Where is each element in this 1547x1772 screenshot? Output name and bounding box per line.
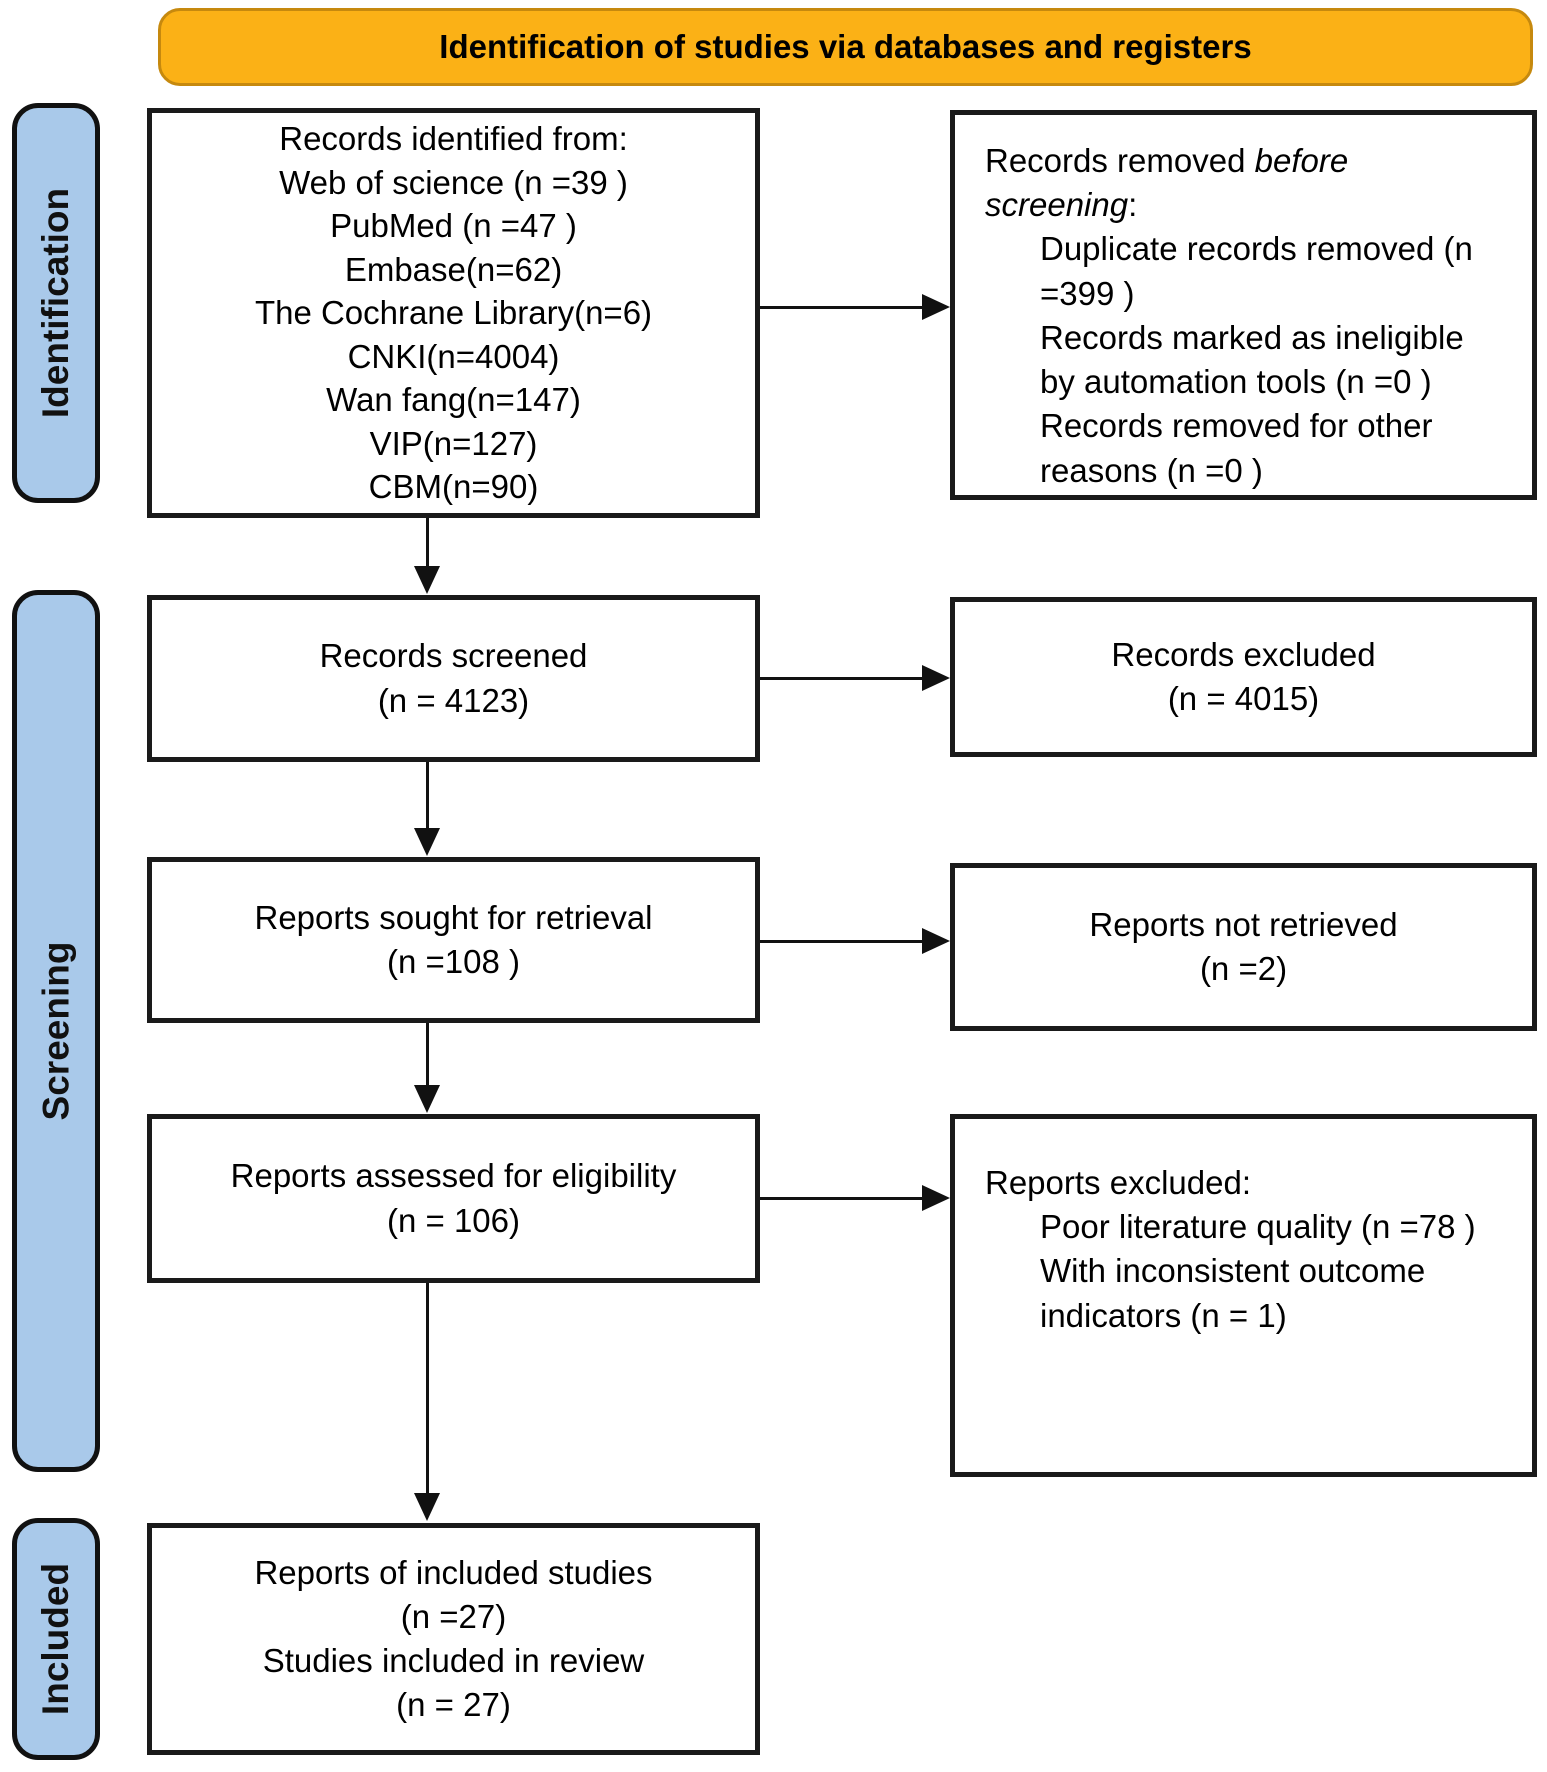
- reports-sought-label: Reports sought for retrieval: [254, 898, 653, 936]
- source-item: Embase(n=62): [344, 250, 563, 288]
- removed-reason-item: Duplicate records removed (n =399 ): [1040, 230, 1473, 312]
- box-studies-included: Reports of included studies (n =27) Stud…: [147, 1523, 760, 1755]
- arrow-identified-to-removed: [760, 294, 950, 320]
- records-excluded-label: Records excluded: [1111, 635, 1376, 673]
- stage-identification-label: Identification: [35, 187, 77, 419]
- box-reports-excluded: Reports excluded: Poor literature qualit…: [950, 1114, 1537, 1477]
- stage-screening-label: Screening: [35, 941, 76, 1121]
- stage-included-label: Included: [35, 1562, 76, 1716]
- source-item: CBM(n=90): [368, 468, 539, 506]
- reports-sought-count: (n =108 ): [387, 943, 520, 980]
- arrow-line: [425, 518, 429, 566]
- box-records-identified: Records identified from: Web of science …: [147, 108, 760, 518]
- not-retrieved-label: Reports not retrieved: [1089, 905, 1398, 943]
- records-removed-title-italic: before screening: [985, 142, 1349, 224]
- records-screened-label: Records screened: [319, 637, 588, 675]
- arrow-head-icon: [922, 1185, 950, 1211]
- excluded-reason-item: Poor literature quality (n =78 ): [1040, 1208, 1476, 1246]
- box-records-excluded: Records excluded (n = 4015): [950, 597, 1537, 757]
- box-records-removed: Records removed before screening: Duplic…: [950, 110, 1537, 500]
- box-reports-sought: Reports sought for retrieval (n =108 ): [147, 857, 760, 1023]
- arrow-sought-to-not-retrieved: [760, 928, 950, 954]
- source-item: VIP(n=127): [369, 424, 538, 462]
- box-records-screened: Records screened (n = 4123): [147, 595, 760, 762]
- arrow-line: [425, 762, 429, 828]
- included-line: (n = 27): [396, 1686, 511, 1724]
- records-screened-count: (n = 4123): [377, 681, 530, 719]
- stage-identification: Identification: [12, 103, 100, 503]
- removed-reason-item: Records marked as ineligible by automati…: [1040, 318, 1464, 401]
- source-item: PubMed (n =47 ): [330, 207, 577, 245]
- records-excluded-count: (n = 4015): [1167, 680, 1320, 717]
- arrow-screened-to-excluded: [760, 665, 950, 691]
- records-removed-title: Records removed before screening:: [985, 142, 1349, 224]
- included-line: (n =27): [400, 1597, 507, 1635]
- arrow-head-icon: [414, 828, 440, 856]
- arrow-screened-to-sought: [412, 762, 442, 856]
- stage-screening: Screening: [12, 590, 100, 1472]
- source-item: The Cochrane Library(n=6): [254, 294, 653, 332]
- arrow-head-icon: [922, 928, 950, 954]
- arrow-line: [425, 1283, 429, 1493]
- source-item: Wan fang(n=147): [326, 381, 581, 419]
- records-identified-title: Records identified from:: [279, 120, 628, 158]
- banner-title: Identification of studies via databases …: [158, 8, 1533, 86]
- arrow-head-icon: [922, 665, 950, 691]
- arrow-line: [760, 305, 922, 309]
- not-retrieved-count: (n =2): [1199, 950, 1288, 987]
- arrow-assessed-to-reports-excluded: [760, 1185, 950, 1211]
- arrow-assessed-to-included: [412, 1283, 442, 1521]
- source-item: CNKI(n=4004): [347, 337, 560, 375]
- reports-excluded-title: Reports excluded:: [985, 1164, 1251, 1201]
- stage-included: Included: [12, 1518, 100, 1760]
- box-reports-assessed: Reports assessed for eligibility (n = 10…: [147, 1114, 760, 1283]
- removed-reason-item: Records removed for other reasons (n =0 …: [1040, 407, 1433, 489]
- arrow-sought-to-assessed: [412, 1023, 442, 1113]
- reports-assessed-label: Reports assessed for eligibility: [230, 1157, 677, 1195]
- box-reports-not-retrieved: Reports not retrieved (n =2): [950, 863, 1537, 1031]
- arrow-line: [760, 939, 922, 943]
- included-line: Studies included in review: [262, 1642, 645, 1679]
- arrow-identified-to-screened: [412, 518, 442, 594]
- arrow-head-icon: [414, 1493, 440, 1521]
- arrow-line: [760, 676, 922, 680]
- arrow-head-icon: [414, 1085, 440, 1113]
- arrow-head-icon: [922, 294, 950, 320]
- arrow-head-icon: [414, 566, 440, 594]
- source-item: Web of science (n =39 ): [279, 163, 628, 201]
- reports-assessed-count: (n = 106): [387, 1201, 520, 1239]
- included-line: Reports of included studies: [254, 1553, 653, 1591]
- excluded-reason-item: With inconsistent outcome indicators (n …: [1040, 1252, 1426, 1334]
- arrow-line: [760, 1196, 922, 1200]
- arrow-line: [425, 1023, 429, 1085]
